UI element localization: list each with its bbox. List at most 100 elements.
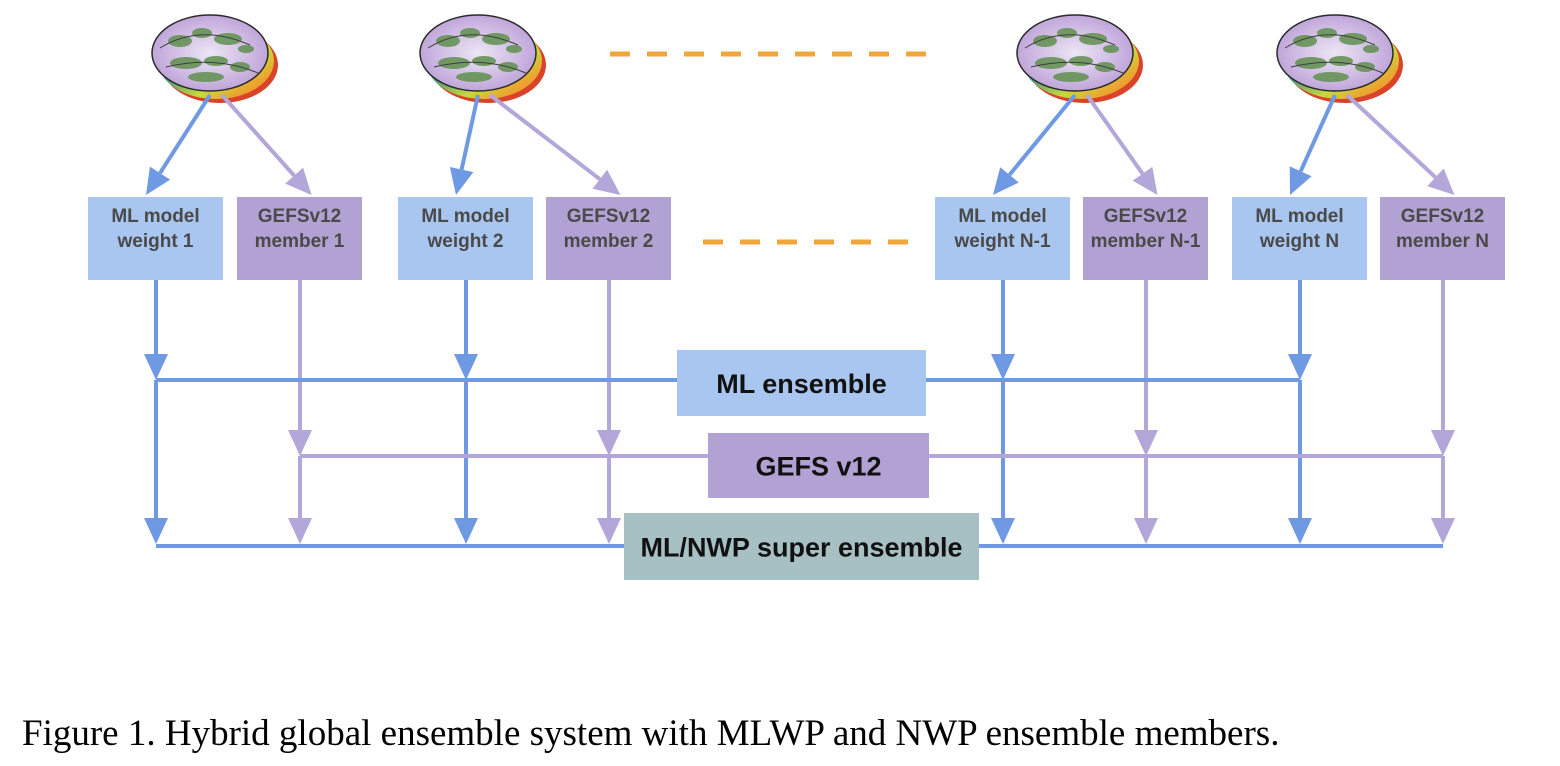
- globe-icon: [1276, 14, 1403, 103]
- gefs-to-gefs-ensemble-arrow-head: [1431, 430, 1455, 456]
- globe-to-gefs-arrow-head: [285, 167, 312, 195]
- ml-ensemble-box: ML ensemble: [677, 350, 926, 416]
- globe-face: [151, 14, 269, 92]
- gefs-to-super-ensemble-arrow: [1134, 456, 1158, 544]
- globe-coastline: [1030, 61, 1124, 74]
- super-ensemble-box: ML/NWP super ensemble: [624, 513, 979, 580]
- ml-to-ml-ensemble-arrow-head: [144, 354, 168, 380]
- ml-model-box-label-line2: weight N-1: [953, 231, 1050, 252]
- gefs-member-box-label-line2: member 1: [255, 231, 345, 252]
- globe-to-gefs-arrow: [488, 93, 621, 195]
- ml-to-super-ensemble-arrow-head: [454, 518, 478, 544]
- ml-to-ml-ensemble-arrow: [454, 280, 478, 380]
- globe-land: [214, 33, 242, 45]
- gefs-member-box-label-line2: member N: [1396, 231, 1489, 252]
- globe-to-ml-arrow-shaft: [1007, 93, 1077, 177]
- gefs-ensemble-box-rect: [708, 433, 929, 498]
- globe-land: [1103, 45, 1119, 53]
- gefs-to-super-ensemble-arrow-head: [1431, 518, 1455, 544]
- ml-model-box: ML model weight N: [1232, 197, 1367, 280]
- globe-land: [1053, 72, 1089, 82]
- ml-to-super-ensemble-arrow: [144, 380, 168, 544]
- gefs-to-super-ensemble-arrow-head: [597, 518, 621, 544]
- gefs-member-box-label-line2: member N-1: [1091, 231, 1201, 252]
- globe-to-gefs-arrow: [1345, 93, 1455, 195]
- globe-to-ml-arrow-shaft: [158, 93, 212, 175]
- gefs-member-box-label-line2: member 2: [564, 231, 654, 252]
- gefs-ensemble-box-label: GEFS v12: [755, 452, 881, 482]
- globe-land: [238, 45, 254, 53]
- ml-to-ml-ensemble-arrow-head: [991, 354, 1015, 380]
- ml-to-ml-ensemble-arrow-head: [454, 354, 478, 380]
- globe-land: [1339, 33, 1367, 45]
- gefs-member-box: GEFSv12 member 1: [237, 197, 362, 280]
- globe-icon: [1016, 14, 1143, 103]
- globe-to-ml-arrow-head: [449, 167, 474, 195]
- figure-caption: Figure 1. Hybrid global ensemble system …: [22, 713, 1280, 754]
- globe-land: [1079, 33, 1107, 45]
- globe-land: [1329, 56, 1353, 66]
- globe-to-ml-arrow-shaft: [459, 94, 480, 171]
- gefs-to-gefs-ensemble-arrow: [1134, 280, 1158, 456]
- globe-land: [1293, 35, 1317, 47]
- globe-land: [188, 72, 224, 82]
- ml-model-box-rect: [88, 197, 223, 280]
- gefs-member-box-label-line1: GEFSv12: [258, 206, 341, 227]
- ml-model-box-rect: [398, 197, 533, 280]
- super-ensemble-box-label: ML/NWP super ensemble: [640, 533, 962, 563]
- globe-icon: [419, 14, 546, 103]
- globe-coastline: [1290, 61, 1384, 74]
- globe-to-gefs-arrow-shaft: [220, 93, 296, 177]
- gefs-to-super-ensemble-arrow-head: [1134, 518, 1158, 544]
- globe-icon: [151, 14, 278, 103]
- globe-land: [1057, 28, 1077, 38]
- globe-coastline: [1284, 34, 1376, 49]
- ml-model-box-label-line1: ML model: [958, 206, 1046, 227]
- globe-to-ml-arrow-head: [1289, 166, 1312, 195]
- gefs-to-super-ensemble-arrow: [1431, 456, 1455, 544]
- globe-to-ml-arrow: [993, 93, 1077, 195]
- globe-to-ml-arrow: [449, 94, 480, 195]
- globe-land: [192, 28, 212, 38]
- gefs-member-box-rect: [546, 197, 671, 280]
- gefs-to-super-ensemble-arrow: [288, 456, 312, 544]
- ml-model-box-label-line2: weight N: [1259, 231, 1339, 252]
- globe-face: [1016, 14, 1134, 92]
- globe-coastline: [427, 34, 519, 49]
- ml-to-super-ensemble-arrow-head: [144, 518, 168, 544]
- gefs-to-gefs-ensemble-arrow-head: [597, 430, 621, 456]
- globe-to-ml-arrow: [1289, 94, 1337, 195]
- globe-coastline: [433, 61, 527, 74]
- gefs-to-gefs-ensemble-arrow-head: [1134, 430, 1158, 456]
- globe-coastline: [165, 61, 259, 74]
- gefs-to-gefs-ensemble-arrow: [1431, 280, 1455, 456]
- ml-to-ml-ensemble-arrow: [144, 280, 168, 380]
- globe-to-gefs-arrow-shaft: [488, 93, 602, 181]
- globe-to-gefs-arrow-head: [1132, 166, 1158, 195]
- globe-to-gefs-arrow: [1085, 93, 1158, 195]
- ml-to-super-ensemble-arrow: [991, 380, 1015, 544]
- gefs-ensemble-box: GEFS v12: [708, 433, 929, 498]
- globe-face: [1276, 14, 1394, 92]
- globe-to-gefs-arrow-head: [592, 169, 621, 195]
- ml-to-super-ensemble-arrow-head: [991, 518, 1015, 544]
- ml-to-ml-ensemble-arrow: [1288, 280, 1312, 380]
- ml-model-box-label-line2: weight 1: [116, 231, 193, 252]
- globe-land: [1313, 72, 1349, 82]
- globe-land: [506, 45, 522, 53]
- globe-to-gefs-arrow-shaft: [1085, 93, 1145, 175]
- ml-model-box-label-line1: ML model: [1255, 206, 1343, 227]
- globe-to-gefs-arrow-shaft: [1345, 93, 1437, 179]
- ml-to-super-ensemble-arrow: [1288, 380, 1312, 544]
- ml-model-box-label-line2: weight 2: [426, 231, 503, 252]
- gefs-to-super-ensemble-arrow: [597, 456, 621, 544]
- ml-model-box: ML model weight N-1: [935, 197, 1070, 280]
- ml-model-box-rect: [1232, 197, 1367, 280]
- globe-coastline: [159, 34, 251, 49]
- ml-ensemble-box-label: ML ensemble: [716, 369, 887, 399]
- ml-to-ml-ensemble-arrow-head: [1288, 354, 1312, 380]
- gefs-member-box-rect: [1083, 197, 1208, 280]
